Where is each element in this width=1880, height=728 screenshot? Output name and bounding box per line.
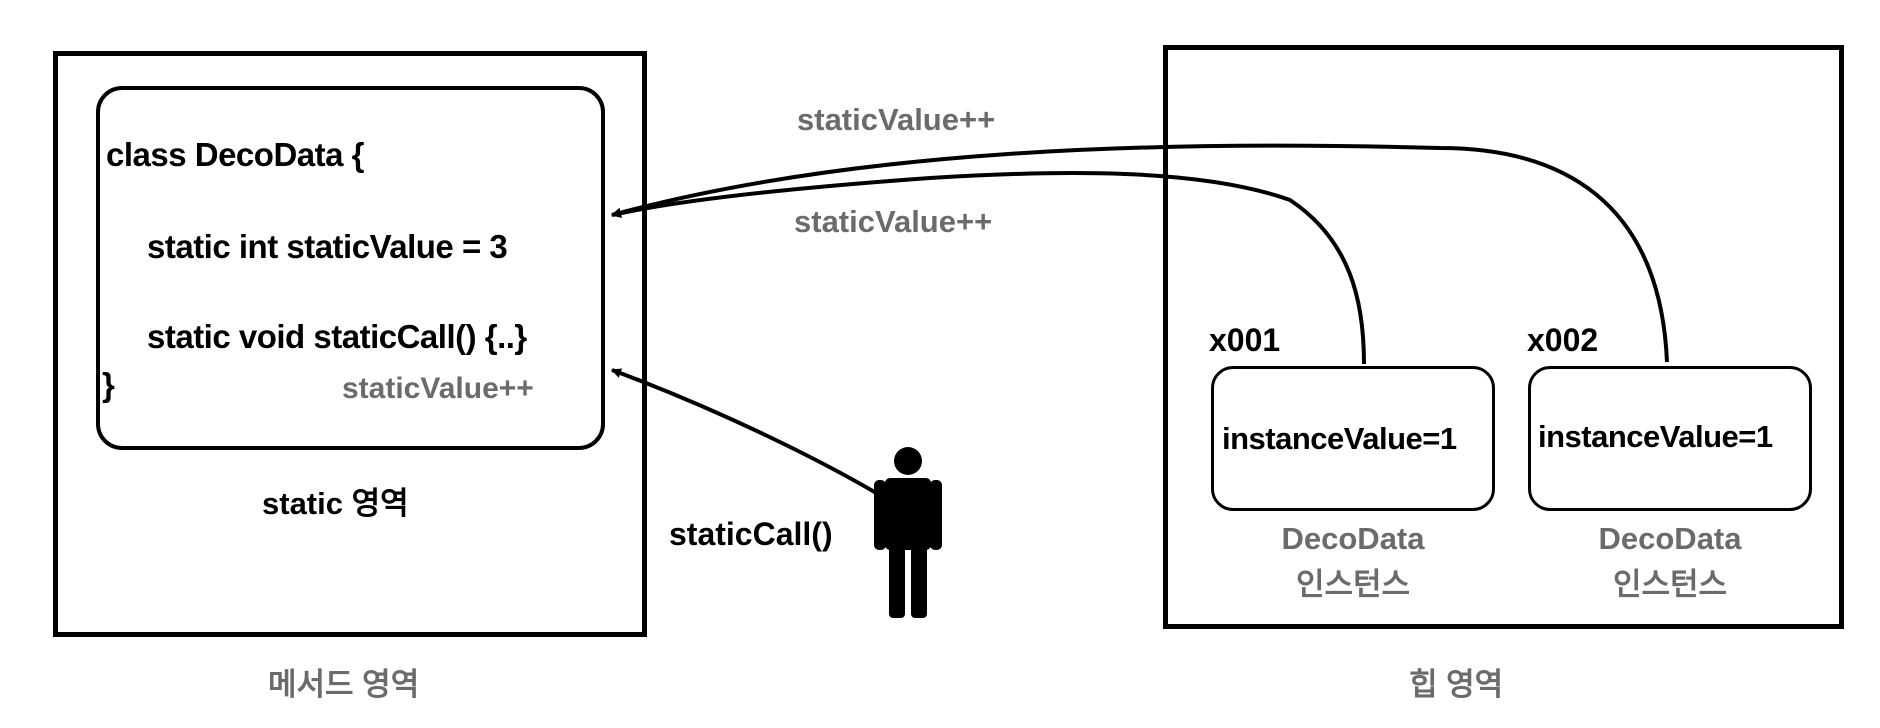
arrow-x002-to-static-value bbox=[611, 143, 1669, 363]
instance-address-x002: x002 bbox=[1527, 322, 1599, 358]
instance-caption-x002-kind: 인스턴스 bbox=[1612, 567, 1728, 602]
instance-field-x002: instanceValue=1 bbox=[1538, 419, 1773, 454]
method-area-label: 메서드 영역 bbox=[268, 667, 420, 702]
decodata-class-box bbox=[96, 86, 605, 450]
class-closing-brace: } bbox=[102, 366, 115, 403]
upper-arrow-label: staticValue++ bbox=[797, 102, 996, 137]
method-area-box bbox=[53, 51, 647, 637]
instance-caption-x002-name: DecoData bbox=[1598, 521, 1742, 556]
instance-address-x001: x001 bbox=[1209, 322, 1281, 358]
instance-caption-x001-kind: 인스턴스 bbox=[1295, 567, 1411, 602]
static-area-label: static 영역 bbox=[262, 486, 409, 521]
instance-box-x002 bbox=[1528, 366, 1812, 511]
static-method-effect-label: staticValue++ bbox=[342, 372, 534, 405]
class-declaration: class DecoData { bbox=[106, 136, 364, 173]
heap-area-box bbox=[1163, 45, 1844, 629]
instance-box-x001 bbox=[1211, 366, 1495, 511]
static-field-value: 3 bbox=[489, 228, 508, 265]
person-icon bbox=[874, 447, 942, 618]
arrow-caller-to-static-method bbox=[611, 368, 880, 496]
caller-arrow-label: staticCall() bbox=[669, 516, 833, 552]
static-field-declaration: static int staticValue = 3 bbox=[147, 228, 508, 266]
heap-area-label: 힙 영역 bbox=[1409, 667, 1504, 702]
instance-caption-x001-name: DecoData bbox=[1281, 521, 1425, 556]
static-method-declaration: static void staticCall() {..} bbox=[147, 318, 527, 355]
instance-field-x001: instanceValue=1 bbox=[1222, 421, 1457, 456]
static-field-text: static int staticValue = bbox=[147, 228, 490, 265]
lower-arrow-label: staticValue++ bbox=[794, 204, 993, 239]
arrow-x001-to-static-value bbox=[611, 171, 1366, 365]
